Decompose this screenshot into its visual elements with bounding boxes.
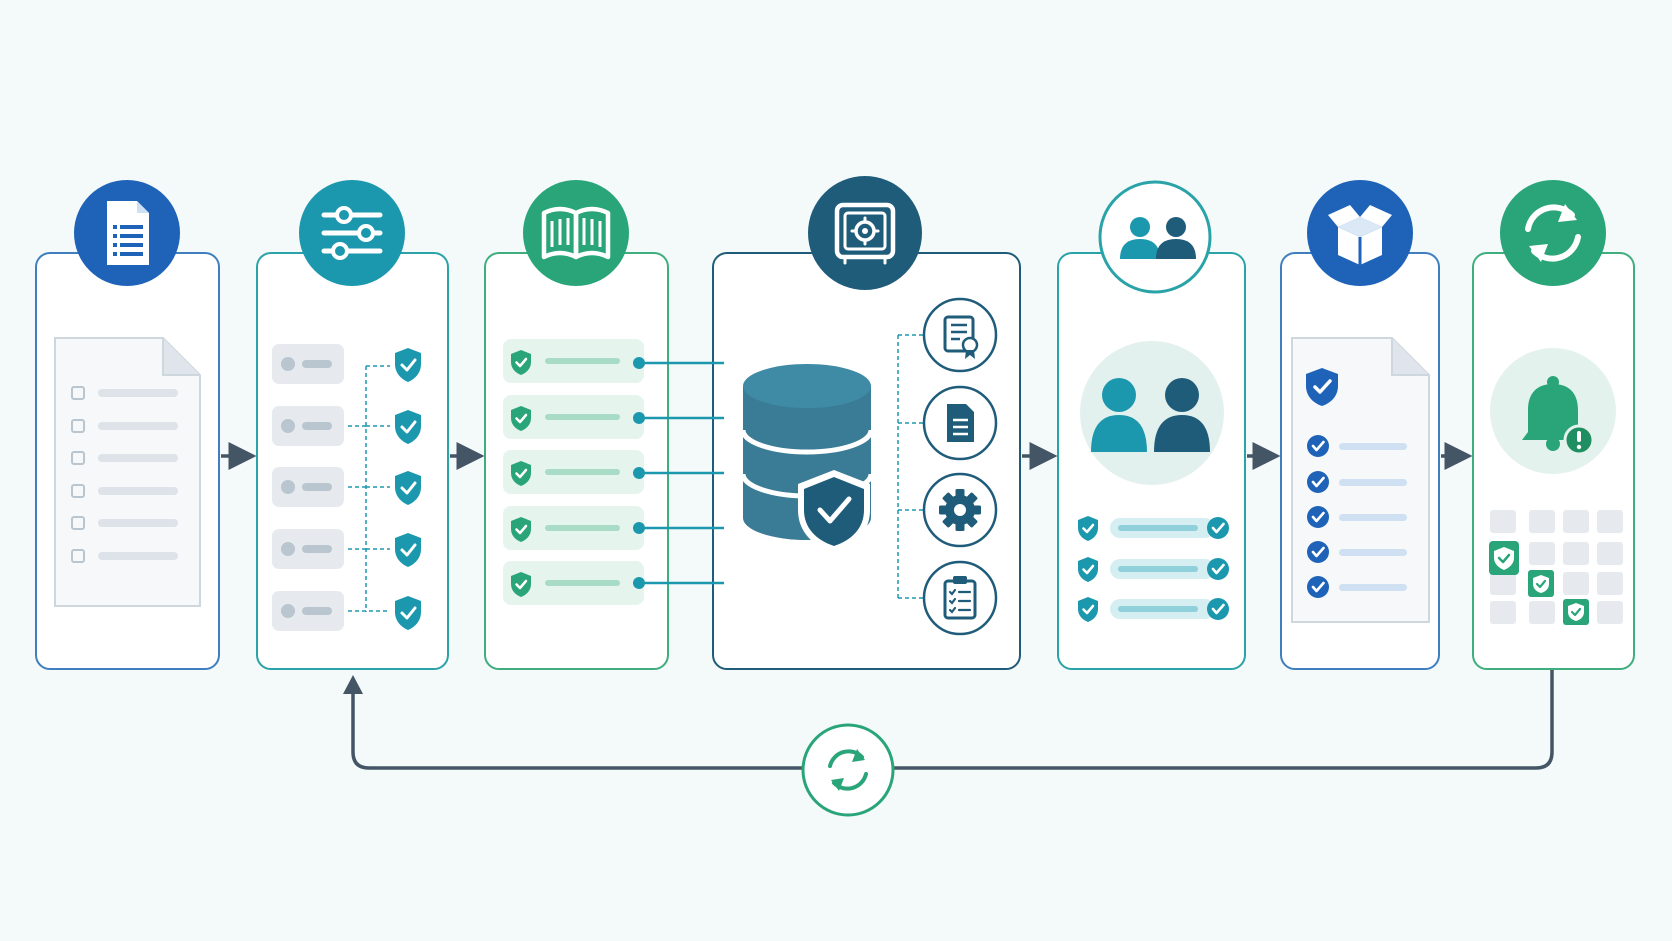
calendar-grid — [1489, 510, 1623, 625]
feedback-loop — [343, 670, 1554, 817]
check-circle-icon — [1205, 515, 1231, 541]
check-circle-icon — [1305, 539, 1331, 565]
shield-check-icon — [1306, 368, 1338, 406]
clipboard-checklist-icon — [922, 560, 998, 636]
check-circle-icon — [1305, 504, 1331, 530]
sync-icon — [1500, 180, 1606, 286]
vault-side-connectors — [897, 334, 924, 599]
certificate-icon — [922, 297, 998, 373]
secure-database-icon — [740, 364, 874, 553]
verified-document — [1291, 337, 1430, 623]
package-box-icon — [1307, 180, 1413, 286]
access-rows — [1076, 514, 1231, 624]
open-book-icon — [523, 180, 629, 286]
calendar-check-icon — [1563, 599, 1589, 625]
document-checklist — [54, 337, 201, 607]
calendar-check-icon — [1489, 541, 1519, 575]
check-circle-icon — [1205, 556, 1231, 582]
bell-alert-icon — [1490, 348, 1616, 474]
users-icon — [1098, 180, 1212, 294]
gear-icon — [922, 472, 998, 548]
check-circle-icon — [1205, 596, 1231, 622]
check-circle-icon — [1305, 469, 1331, 495]
document-list-icon — [74, 180, 180, 286]
check-circle-icon — [1305, 433, 1331, 459]
calendar-check-icon — [1528, 570, 1554, 597]
sliders-icon — [299, 180, 405, 286]
config-rows — [272, 344, 423, 632]
policy-rows — [503, 339, 724, 605]
check-circle-icon — [1305, 574, 1331, 600]
refresh-cycle-icon — [801, 723, 895, 817]
safe-vault-icon — [808, 176, 922, 290]
team-avatar-group — [1080, 341, 1224, 485]
document-icon — [922, 385, 998, 461]
